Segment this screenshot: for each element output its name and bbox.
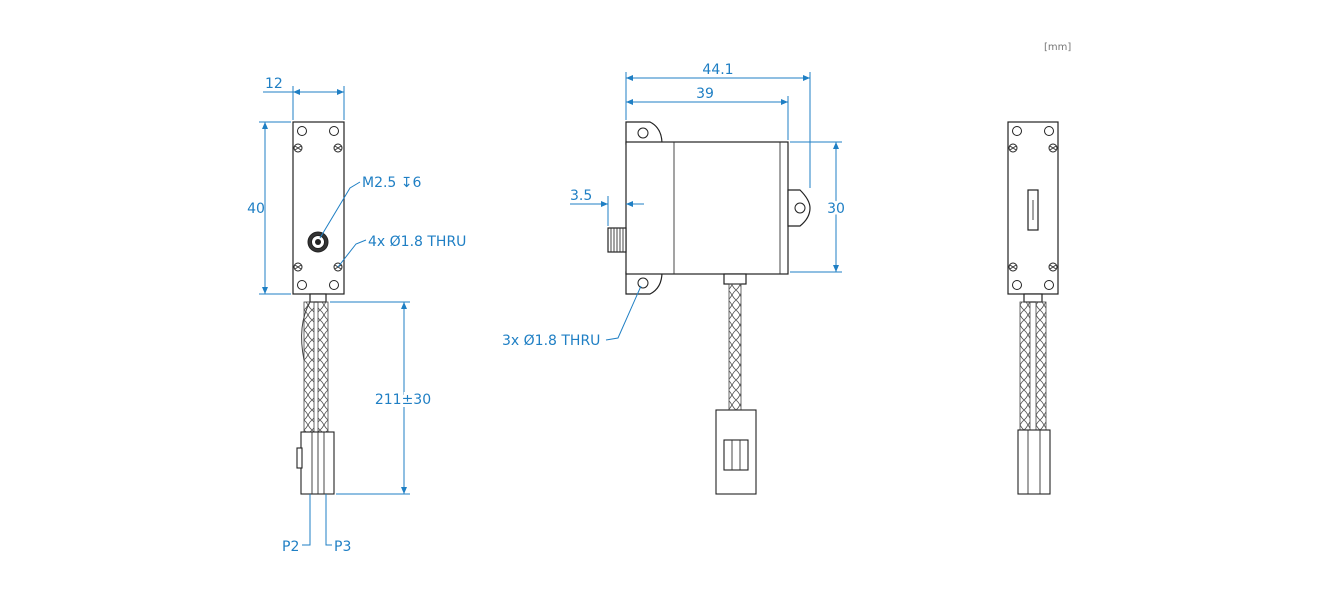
- tap-callout: M2.5 ↧6: [362, 175, 422, 191]
- side-hole-callout: 3x Ø1.8 THRU: [502, 333, 600, 349]
- screw: [1008, 143, 1018, 153]
- cable: [1019, 301, 1031, 431]
- cable: [317, 301, 329, 433]
- cable: [1035, 301, 1047, 431]
- front-view: 12 40 M2.5 ↧6 4x Ø1.8 THRU 211±30 P2 P3: [247, 76, 466, 555]
- screw: [1048, 262, 1058, 272]
- back-view: [1007, 121, 1059, 495]
- connector: [1017, 429, 1051, 495]
- side-view: 44.1 39 3.5 30 3x Ø1.8 THRU: [502, 62, 848, 495]
- screw: [293, 262, 303, 272]
- shaft-offset-dim: 3.5: [570, 188, 592, 204]
- overall-width-dim: 44.1: [702, 62, 733, 78]
- pin-p2-label: P2: [282, 539, 299, 555]
- side-height-dim: 30: [827, 201, 845, 217]
- front-height-dim: 40: [247, 201, 265, 217]
- mounting-hole: [297, 126, 307, 136]
- mounting-hole: [329, 126, 339, 136]
- unit-label: [mm]: [1044, 42, 1071, 53]
- screw: [333, 143, 343, 153]
- mounting-hole: [297, 280, 307, 290]
- screw: [1008, 262, 1018, 272]
- cable: [728, 283, 742, 411]
- front-width-dim: 12: [265, 76, 283, 92]
- connector: [300, 431, 335, 495]
- cable-length-dim: 211±30: [375, 392, 431, 408]
- side-body: [625, 141, 789, 275]
- mounting-hole: [329, 280, 339, 290]
- screw: [293, 143, 303, 153]
- screw: [1048, 143, 1058, 153]
- body-width-dim: 39: [696, 86, 714, 102]
- cable: [303, 301, 315, 433]
- pin-p3-label: P3: [334, 539, 351, 555]
- front-hole-callout: 4x Ø1.8 THRU: [368, 234, 466, 250]
